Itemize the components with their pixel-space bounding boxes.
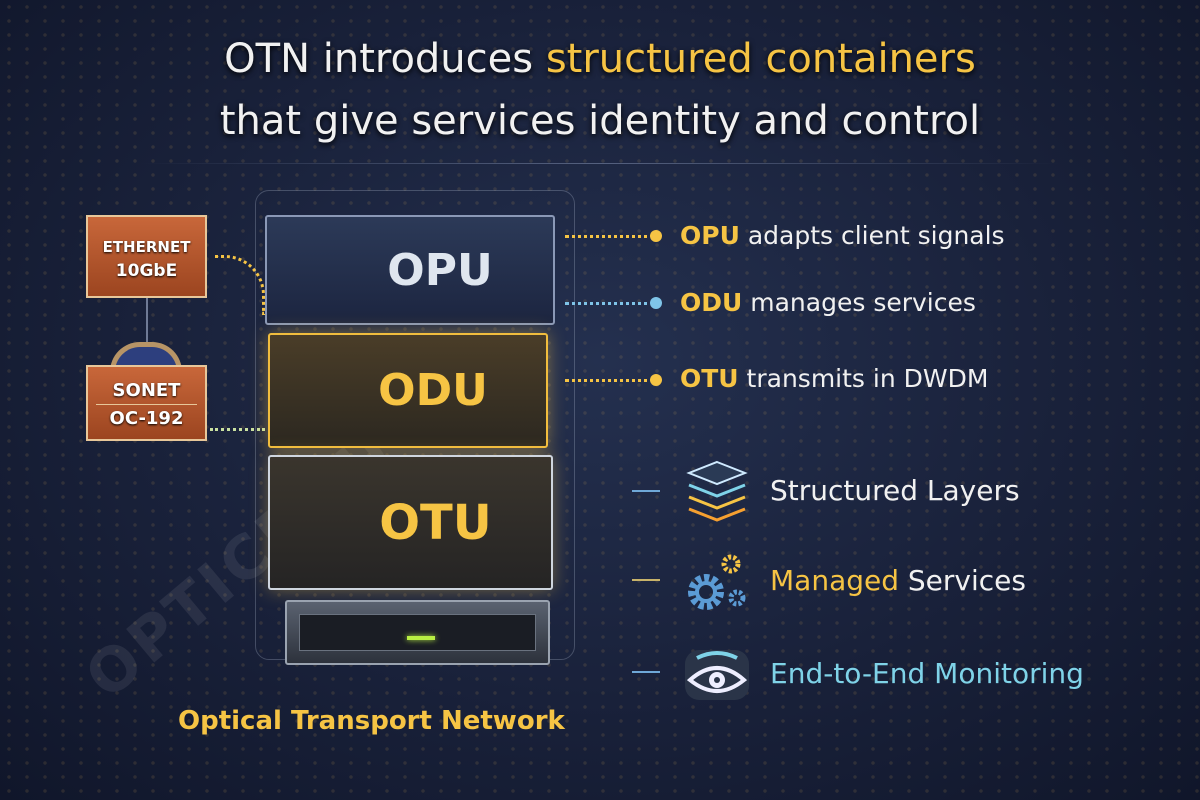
headline-highlight: structured containers — [545, 36, 976, 82]
connector-line — [146, 298, 148, 348]
otu-description: OTU transmits in DWDM — [680, 364, 988, 393]
otu-dot — [650, 374, 662, 386]
chassis-panel — [299, 614, 536, 651]
feature-connector — [632, 671, 660, 673]
status-led — [407, 636, 435, 640]
opu-term: OPU — [680, 221, 740, 250]
ethernet-rate: 10GbE — [115, 261, 178, 281]
feature-managed-services: Managed Services — [770, 564, 1026, 597]
opu-layer: OPU — [265, 215, 555, 325]
gears-icon — [688, 554, 746, 610]
odu-term: ODU — [680, 288, 743, 317]
otu-desc: transmits in DWDM — [738, 364, 989, 393]
divider — [140, 163, 1060, 164]
layers-icon — [686, 460, 748, 522]
odu-connector — [565, 302, 655, 305]
opu-description: OPU adapts client signals — [680, 221, 1005, 250]
headline-text: OTN introduces — [224, 36, 546, 82]
feature-monitoring: End-to-End Monitoring — [770, 657, 1084, 690]
opu-connector — [565, 235, 655, 238]
odu-dot — [650, 297, 662, 309]
ethernet-label: ETHERNET — [102, 238, 191, 256]
opu-dot — [650, 230, 662, 242]
feature-text: Services — [899, 564, 1026, 597]
odu-layer: ODU — [268, 333, 548, 448]
feature-structured-layers: Structured Layers — [770, 474, 1020, 507]
feature-connector — [632, 490, 660, 492]
ethernet-client-badge: ETHERNET 10GbE — [86, 215, 207, 298]
sonet-client-badge: SONET OC-192 — [86, 365, 207, 441]
odu-description: ODU manages services — [680, 288, 976, 317]
headline-line2: that give services identity and control — [219, 98, 981, 144]
sonet-label: SONET — [96, 377, 197, 405]
otu-connector — [565, 379, 655, 382]
sonet-link — [210, 428, 265, 431]
otu-layer: OTU — [268, 455, 553, 590]
sonet-rate: OC-192 — [109, 408, 184, 429]
feature-connector — [632, 579, 660, 581]
otu-term: OTU — [680, 364, 739, 393]
feature-highlight: Managed — [770, 564, 899, 597]
diagram-caption: Optical Transport Network — [178, 706, 565, 736]
odu-desc: manages services — [742, 288, 976, 317]
headline-line1: OTN introduces structured containers — [0, 36, 1200, 82]
eye-icon — [685, 650, 749, 700]
opu-desc: adapts client signals — [739, 221, 1005, 250]
hardware-chassis — [285, 600, 550, 665]
